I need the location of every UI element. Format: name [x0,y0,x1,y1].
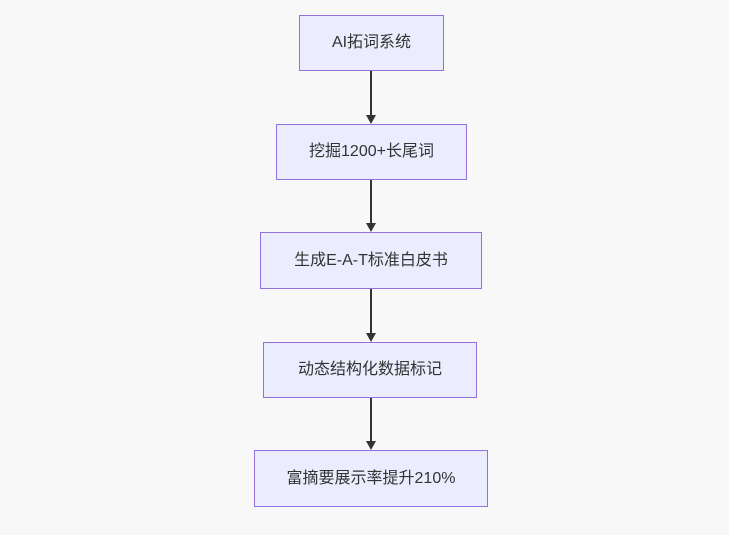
flowchart-node-longtail-keywords: 挖掘1200+长尾词 [276,124,467,180]
node-label: 挖掘1200+长尾词 [309,143,434,160]
arrow-line [370,289,372,333]
arrow-line [370,180,372,223]
node-label: 动态结构化数据标记 [297,361,442,378]
arrowhead-down-icon [366,441,376,450]
flowchart-node-rich-snippet-rate: 富摘要展示率提升210% [254,450,488,507]
flowchart-node-structured-data-markup: 动态结构化数据标记 [263,342,477,398]
node-label: AI拓词系统 [331,34,412,51]
flowchart-edge-2 [366,180,376,232]
node-label: 富摘要展示率提升210% [286,469,456,487]
flowchart-edge-1 [366,71,376,124]
arrow-line [370,71,372,115]
arrowhead-down-icon [366,115,376,124]
flowchart-edge-4 [366,398,376,450]
flowchart-node-ai-word-expansion: AI拓词系统 [299,15,444,71]
node-label: 生成E-A-T标准白皮书 [294,251,448,269]
arrowhead-down-icon [366,333,376,342]
arrow-line [370,398,372,441]
flowchart-edge-3 [366,289,376,342]
flowchart-node-eat-whitepaper: 生成E-A-T标准白皮书 [260,232,482,289]
arrowhead-down-icon [366,223,376,232]
